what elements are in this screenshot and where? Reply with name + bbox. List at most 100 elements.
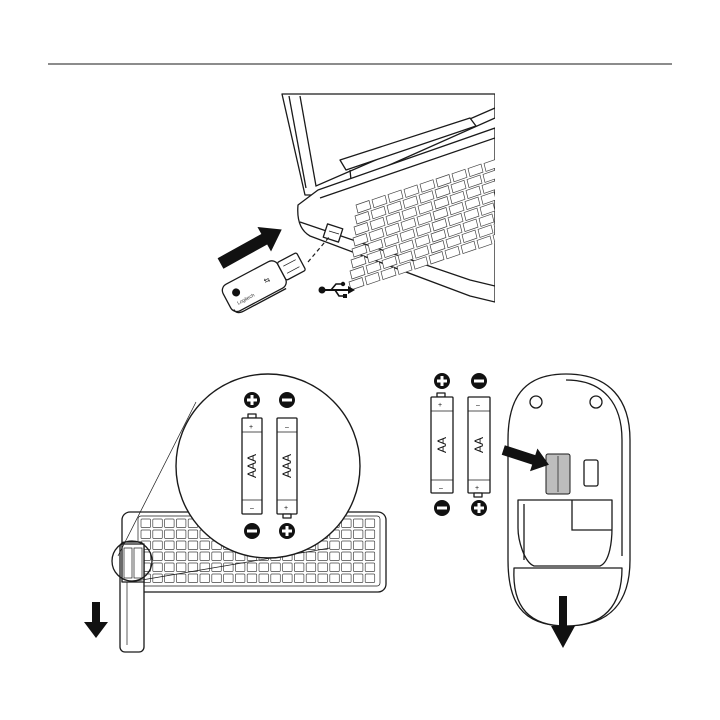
battery-1-minus: – — [250, 505, 254, 512]
laptop-key — [365, 272, 380, 285]
keyboard-key — [176, 563, 186, 572]
keyboard-key — [188, 541, 198, 550]
keyboard-key — [318, 563, 328, 572]
keyboard-key — [165, 519, 175, 528]
keyboard-key — [188, 552, 198, 561]
keyboard-key — [153, 563, 163, 572]
keyboard-key — [153, 541, 163, 550]
keyboard-key — [365, 530, 375, 539]
keyboard-key — [141, 519, 151, 528]
keyboard-key — [176, 552, 186, 561]
laptop-key — [494, 220, 509, 233]
laptop-illustration — [282, 94, 515, 302]
keyboard-key — [330, 552, 340, 561]
battery-2-plus: + — [284, 505, 288, 512]
keyboard-key — [176, 541, 186, 550]
plus-circle-icon — [434, 373, 450, 389]
keyboard-key — [224, 563, 234, 572]
keyboard-key — [165, 552, 175, 561]
keyboard-key — [188, 563, 198, 572]
keyboard-key — [235, 563, 245, 572]
keyboard-key — [365, 563, 375, 572]
keyboard-key — [353, 552, 363, 561]
minus-circle-icon — [434, 500, 450, 516]
keyboard-key — [271, 574, 281, 583]
laptop-key — [500, 154, 515, 167]
keyboard-key — [176, 574, 186, 583]
aa-battery-1: + – AA — [431, 393, 453, 493]
keyboard-key — [365, 574, 375, 583]
keyboard-key — [200, 574, 210, 583]
keyboard-key — [294, 563, 304, 572]
battery-2-label: AAA — [280, 454, 294, 478]
laptop-key — [498, 176, 513, 189]
aa-battery-2: – + AA — [468, 397, 490, 497]
mouse-batteries: + – AA – + AA — [431, 373, 490, 516]
keyboard-key — [342, 552, 352, 561]
keyboard-key — [153, 530, 163, 539]
battery-1-label: AAA — [245, 454, 259, 478]
keyboard-key — [212, 552, 222, 561]
keyboard-key — [235, 574, 245, 583]
aaa-battery-2: – + AAA — [277, 418, 297, 518]
keyboard-key — [353, 541, 363, 550]
keyboard-key — [188, 530, 198, 539]
minus-circle-icon — [471, 373, 487, 389]
keyboard-key — [153, 519, 163, 528]
keyboard-key — [259, 563, 269, 572]
keyboard-key — [365, 541, 375, 550]
keyboard-battery-zoom: + – AAA – + AAA — [176, 374, 360, 558]
laptop-key — [351, 256, 366, 269]
laptop-key — [350, 267, 365, 280]
keyboard-key — [224, 574, 234, 583]
keyboard-key — [330, 541, 340, 550]
keyboard-key — [212, 574, 222, 583]
minus-circle-icon — [244, 523, 260, 539]
aaa-battery-1: + – AAA — [242, 414, 262, 514]
aa-battery-2-plus: + — [475, 485, 479, 492]
plus-circle-icon — [244, 392, 260, 408]
keyboard-key — [353, 530, 363, 539]
minus-circle-icon — [279, 392, 295, 408]
keyboard-key — [259, 574, 269, 583]
keyboard-key — [176, 530, 186, 539]
keyboard-key — [365, 519, 375, 528]
battery-2-minus: – — [285, 424, 289, 431]
mouse-illustration — [508, 374, 630, 626]
keyboard-key — [294, 574, 304, 583]
keyboard-key — [342, 563, 352, 572]
keyboard-key — [330, 563, 340, 572]
laptop-key — [499, 165, 514, 178]
plus-circle-icon — [471, 500, 487, 516]
aa-battery-2-minus: – — [476, 402, 480, 409]
laptop-key — [366, 261, 381, 274]
keyboard-key — [141, 530, 151, 539]
keyboard-battery-compartment — [122, 544, 144, 582]
keyboard-key — [165, 530, 175, 539]
aa-battery-1-plus: + — [438, 402, 442, 409]
keyboard-key — [306, 552, 316, 561]
keyboard-key — [365, 552, 375, 561]
keyboard-key — [342, 530, 352, 539]
keyboard-key — [353, 519, 363, 528]
keyboard-key — [188, 574, 198, 583]
laptop-key — [496, 198, 511, 211]
keyboard-key — [165, 541, 175, 550]
keyboard-key — [342, 541, 352, 550]
keyboard-key — [318, 552, 328, 561]
laptop-key — [495, 209, 510, 222]
laptop-key — [381, 267, 396, 280]
keyboard-key — [353, 574, 363, 583]
keyboard-key — [247, 563, 257, 572]
laptop-key — [497, 187, 512, 200]
keyboard-key — [224, 552, 234, 561]
keyboard-key — [200, 552, 210, 561]
keyboard-key — [342, 574, 352, 583]
aa-battery-1-minus: – — [439, 485, 443, 492]
keyboard-key — [306, 574, 316, 583]
keyboard-key — [306, 563, 316, 572]
keyboard-key — [165, 563, 175, 572]
keyboard-key — [283, 574, 293, 583]
keyboard-key — [318, 574, 328, 583]
